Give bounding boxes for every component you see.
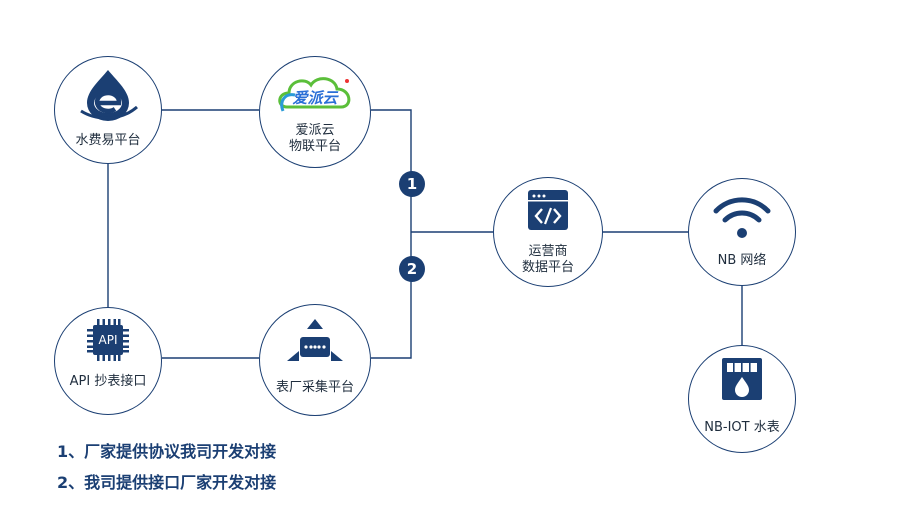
label-operator-line2: 数据平台 — [521, 260, 574, 275]
cloud-logo-icon — [278, 77, 351, 112]
label-api: API 抄表接口 — [69, 374, 147, 389]
note-line-1: 1、厂家提供协议我司开发对接 — [57, 442, 277, 461]
line-collector-junction — [371, 232, 412, 359]
label-shuifeiyi: 水费易平台 — [75, 133, 141, 148]
node-shuifeiyi-platform[interactable]: 水费易平台 — [54, 56, 162, 164]
label-operator-line1: 运营商 — [528, 244, 568, 259]
badge-route-2: 2 — [399, 256, 425, 282]
api-chip-text: API — [98, 333, 118, 347]
node-aipaiyun-iot-platform[interactable]: 爱派云 爱派云 物联平台 — [259, 56, 371, 168]
label-nb-network: NB 网络 — [717, 253, 767, 268]
label-aipaiyun-line1: 爱派云 — [295, 123, 335, 138]
collector-device-icon — [287, 319, 343, 361]
label-aipaiyun-line2: 物联平台 — [288, 139, 341, 154]
aipaiyun-logo-text: 爱派云 — [292, 89, 338, 107]
line-aipaiyun-junction — [371, 109, 412, 232]
node-nb-iot-water-meter[interactable]: NB-IOT 水表 — [688, 345, 796, 453]
label-collector: 表厂采集平台 — [275, 380, 354, 395]
water-meter-icon — [722, 358, 762, 400]
label-nb-iot-meter: NB-IOT 水表 — [704, 420, 780, 435]
badge-route-1: 1 — [399, 171, 425, 197]
node-collector-platform[interactable]: 表厂采集平台 — [259, 304, 371, 416]
node-nb-network[interactable]: NB 网络 — [688, 178, 796, 286]
node-operator-data-platform[interactable]: 运营商 数据平台 — [493, 177, 603, 287]
wifi-signal-icon — [713, 197, 771, 238]
code-window-icon — [528, 190, 568, 230]
water-drop-e-logo-icon — [80, 70, 138, 121]
note-line-2: 2、我司提供接口厂家开发对接 — [57, 473, 277, 492]
api-chip-icon — [87, 319, 129, 361]
node-api-meter-interface[interactable]: API API 抄表接口 — [54, 307, 162, 415]
